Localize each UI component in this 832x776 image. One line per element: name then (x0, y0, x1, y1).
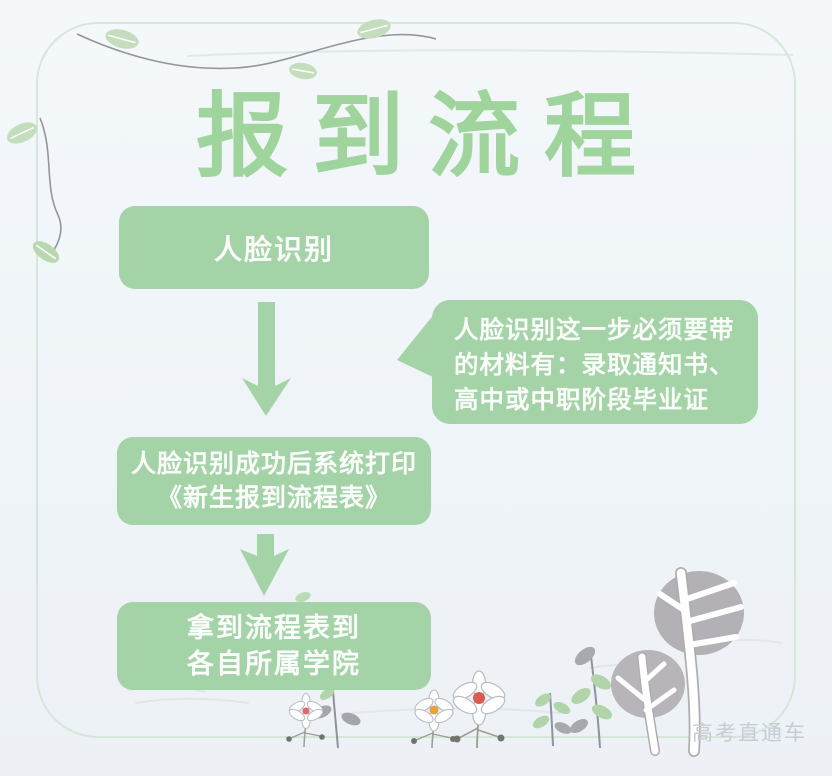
note-line: 人脸识别这一步必须要带 (454, 317, 735, 344)
speech-bubble-tail (397, 313, 435, 378)
leaf-icon (295, 591, 311, 603)
watermark: 高考直通车 (692, 722, 807, 745)
down-arrow-icon (240, 534, 289, 596)
flower-icon (452, 670, 506, 749)
down-arrow-icon (242, 302, 291, 416)
step-label-line: 《新生报到流程表》 (156, 484, 391, 512)
flower-icon (411, 689, 456, 749)
leaf-icon (7, 122, 37, 144)
card-border (36, 22, 796, 738)
leaf-icon (289, 62, 317, 80)
step-box-go-to-college: 拿到流程表到 各自所属学院 (117, 602, 431, 690)
leaf-icon (357, 19, 391, 39)
plant-icon (532, 692, 572, 747)
note-bubble: 人脸识别这一步必须要带 的材料有：录取通知书、 高中或中职阶段毕业证 (432, 300, 758, 424)
step-box-face-recognition: 人脸识别 (119, 206, 429, 289)
leaf-icon (32, 241, 60, 263)
top-vine-decoration (76, 19, 437, 80)
tree-icon (654, 567, 744, 757)
note-line: 高中或中职阶段毕业证 (454, 387, 709, 414)
leaf-icon (105, 29, 139, 49)
step-label-line: 各自所属学院 (187, 649, 361, 679)
plant-icon (570, 646, 613, 749)
flower-icon (286, 693, 325, 748)
tree-icon (611, 650, 685, 756)
step-box-print-form: 人脸识别成功后系统打印 《新生报到流程表》 (117, 437, 431, 525)
step-label-line: 人脸识别成功后系统打印 (130, 450, 417, 478)
left-vine-decoration (7, 117, 62, 263)
step-label-line: 拿到流程表到 (187, 613, 361, 643)
note-line: 的材料有：录取通知书、 (454, 352, 735, 379)
page-title: 报到流程 (195, 86, 660, 188)
step-label: 人脸识别 (213, 233, 334, 265)
